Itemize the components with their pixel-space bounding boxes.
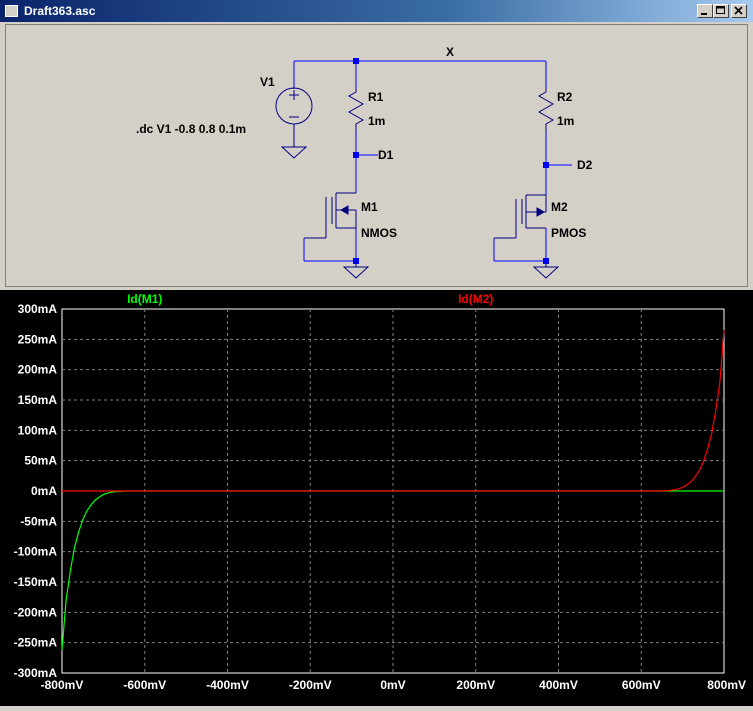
- net-label-x[interactable]: X: [446, 45, 454, 59]
- close-icon: [734, 6, 743, 15]
- window-titlebar[interactable]: Draft363.asc: [0, 0, 753, 22]
- legend[interactable]: Id(M1) Id(M2): [127, 292, 493, 306]
- window-title: Draft363.asc: [24, 4, 96, 18]
- x-tick-label: -200mV: [289, 678, 332, 692]
- x-tick-label: 0mV: [380, 678, 405, 692]
- minimize-button[interactable]: [697, 4, 713, 18]
- x-axis-ticks: -800mV -600mV -400mV -200mV 0mV 200mV 400mV 600…: [41, 678, 746, 692]
- y-tick-label: -150mA: [14, 575, 58, 589]
- schematic-editor[interactable]: X V1 .dc V1 -0.8 0.8 0.1m R1 1m R2 1m D1…: [5, 24, 748, 287]
- y-tick-label: -250mA: [14, 636, 58, 650]
- ground-icon: [342, 266, 370, 279]
- y-tick-label: 50mA: [24, 454, 57, 468]
- r1-value[interactable]: 1m: [368, 114, 385, 128]
- m1-name[interactable]: M1: [361, 200, 378, 214]
- x-tick-label: 400mV: [539, 678, 578, 692]
- resistor-r2[interactable]: [537, 89, 555, 132]
- x-tick-label: 800mV: [707, 678, 746, 692]
- legend-label[interactable]: Id(M2): [458, 292, 493, 306]
- legend-label[interactable]: Id(M1): [127, 292, 162, 306]
- ground-icon: [280, 146, 308, 159]
- x-tick-label: 200mV: [456, 678, 495, 692]
- nmos-m1[interactable]: [304, 192, 357, 239]
- x-tick-label: 600mV: [622, 678, 661, 692]
- m2-model[interactable]: PMOS: [551, 226, 586, 240]
- y-tick-label: 100mA: [18, 423, 58, 437]
- y-axis-ticks: 300mA 250mA 200mA 150mA 100mA 50mA 0mA -50mA -10…: [14, 302, 58, 680]
- m2-name[interactable]: M2: [551, 200, 568, 214]
- x-tick-label: -800mV: [41, 678, 84, 692]
- y-tick-label: 250mA: [18, 332, 58, 346]
- y-tick-label: 200mA: [18, 363, 58, 377]
- waveform-plot[interactable]: 300mA 250mA 200mA 150mA 100mA 50mA 0mA -50mA -10…: [0, 290, 753, 706]
- wires: [293, 60, 566, 262]
- y-tick-label: -200mA: [14, 605, 58, 619]
- schematic-canvas[interactable]: X V1 .dc V1 -0.8 0.8 0.1m R1 1m R2 1m D1…: [6, 25, 747, 286]
- spice-directive[interactable]: .dc V1 -0.8 0.8 0.1m: [136, 122, 246, 136]
- r2-name[interactable]: R2: [557, 90, 573, 104]
- app-icon[interactable]: [5, 5, 18, 17]
- m1-model[interactable]: NMOS: [361, 226, 397, 240]
- resistor-r1[interactable]: [347, 89, 365, 132]
- maximize-icon: [716, 6, 725, 14]
- symbols: [275, 87, 560, 279]
- v1-name[interactable]: V1: [260, 75, 275, 89]
- pmos-m2[interactable]: [494, 194, 547, 239]
- close-button[interactable]: [731, 4, 747, 18]
- traces: [61, 330, 725, 650]
- y-tick-label: 150mA: [18, 393, 58, 407]
- waveform-viewer[interactable]: 300mA 250mA 200mA 150mA 100mA 50mA 0mA -50mA -10…: [0, 290, 753, 706]
- y-tick-label: -300mA: [14, 666, 58, 680]
- maximize-button[interactable]: [713, 4, 729, 18]
- x-tick-label: -600mV: [123, 678, 166, 692]
- net-label-d1[interactable]: D1: [378, 148, 394, 162]
- ground-icon: [532, 266, 560, 279]
- x-tick-label: -400mV: [206, 678, 249, 692]
- y-tick-label: -100mA: [14, 545, 58, 559]
- y-tick-label: 300mA: [18, 302, 58, 316]
- voltage-source-v1[interactable]: [275, 87, 313, 147]
- r2-value[interactable]: 1m: [557, 114, 574, 128]
- y-tick-label: 0mA: [31, 484, 57, 498]
- trace-id-m2-[interactable]: [62, 330, 725, 492]
- y-tick-label: -50mA: [20, 514, 57, 528]
- r1-name[interactable]: R1: [368, 90, 384, 104]
- minimize-icon: [701, 13, 707, 15]
- net-label-d2[interactable]: D2: [577, 158, 593, 172]
